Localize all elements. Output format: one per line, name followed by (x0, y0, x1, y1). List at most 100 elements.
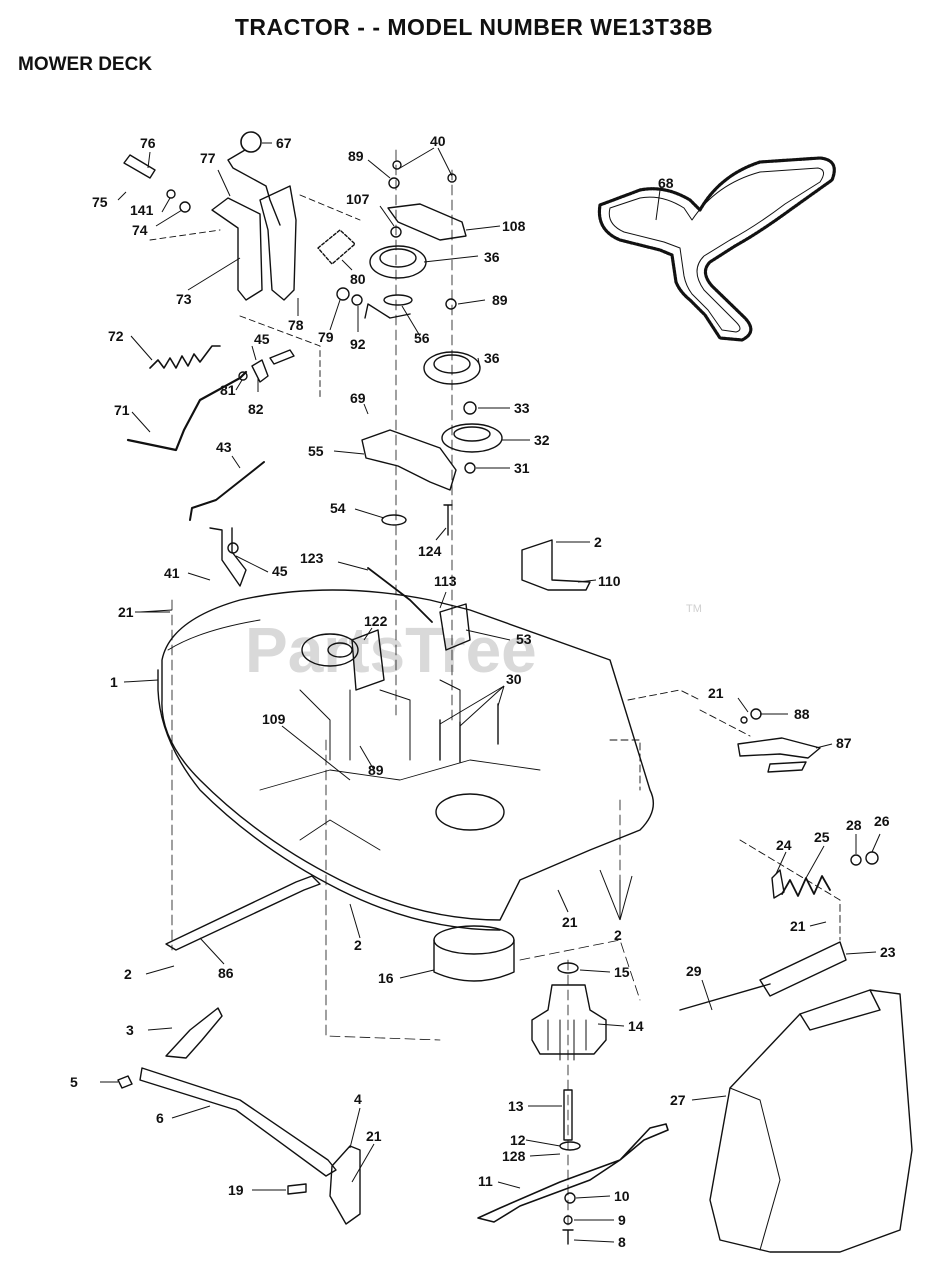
washer-31 (464, 462, 476, 474)
washer-9 (563, 1215, 573, 1225)
callout-label: 68 (658, 175, 674, 191)
callout-label: 72 (108, 328, 124, 344)
callout-label: 9 (618, 1212, 626, 1228)
callout-label: 5 (70, 1074, 78, 1090)
bracket-4 (329, 1145, 361, 1225)
spring-69 (364, 303, 411, 319)
deck-shell (161, 589, 654, 921)
callout-label: 77 (200, 150, 216, 166)
callout-label: 43 (216, 439, 232, 455)
callout-label: 6 (156, 1110, 164, 1126)
washer-74 (179, 201, 191, 213)
callout-label: 141 (130, 202, 154, 218)
callout-label: 89 (368, 762, 384, 778)
callout-label: 76 (140, 135, 156, 151)
washer-28 (850, 854, 862, 866)
pulley-36-upper (369, 245, 427, 279)
callout-label: 122 (364, 613, 388, 629)
handle-knob (240, 131, 262, 153)
callout-label: 73 (176, 291, 192, 307)
callout-label: 29 (686, 963, 702, 979)
callout-label: 79 (318, 329, 334, 345)
section-title: MOWER DECK (18, 54, 153, 75)
callout-label: 54 (330, 500, 346, 516)
bracket-108 (387, 203, 467, 241)
callout-label: 67 (276, 135, 292, 151)
nut-33 (463, 401, 477, 415)
shaft-13 (563, 1089, 573, 1141)
rod-29 (679, 983, 771, 1011)
callout-label: 71 (114, 402, 130, 418)
callout-label: 80 (350, 271, 366, 287)
bushing-81 (238, 371, 248, 381)
callout-label: 74 (132, 222, 148, 238)
belt-part (597, 156, 836, 342)
callout-label: 69 (350, 390, 366, 406)
callout-label: 78 (288, 317, 304, 333)
callout-label: 108 (502, 218, 526, 234)
callout-label: 81 (220, 382, 236, 398)
link-43 (189, 461, 265, 521)
callout-label: 13 (508, 1098, 524, 1114)
washer-56 (383, 294, 413, 306)
nut-92 (351, 294, 363, 306)
callout-label: 45 (272, 563, 288, 579)
callout-label: 2 (614, 927, 622, 943)
washer-141 (166, 189, 176, 199)
arm-6 (139, 1067, 337, 1177)
pin-5 (117, 1075, 133, 1089)
spindle-14 (531, 984, 607, 1055)
grass-bag-27 (709, 989, 913, 1253)
callout-label: 53 (516, 631, 532, 647)
rod-123 (367, 567, 433, 623)
callout-label: 89 (348, 148, 364, 164)
washer-89a (388, 177, 400, 189)
callout-label: 23 (880, 944, 896, 960)
pin-45 (269, 349, 295, 365)
callout-label: 45 (254, 331, 270, 347)
callout-label: 3 (126, 1022, 134, 1038)
washer-10 (564, 1192, 576, 1204)
callout-label: 1 (110, 674, 118, 690)
baffle-16-top (433, 925, 515, 955)
rod-71 (126, 370, 248, 452)
callout-label: 113 (434, 573, 457, 589)
lift-plate-78 (259, 185, 297, 301)
callout-label: 24 (776, 837, 792, 853)
callout-label: 21 (366, 1128, 382, 1144)
callout-label: 107 (346, 191, 370, 207)
pulley-32 (441, 423, 503, 453)
bearing-15 (557, 962, 579, 974)
callout-label: 30 (506, 671, 522, 687)
callout-label: 11 (478, 1173, 493, 1189)
callout-label: 32 (534, 432, 550, 448)
washer-88 (750, 708, 762, 720)
callout-label: 40 (430, 133, 446, 149)
bracket-122 (351, 629, 385, 691)
callout-label: 56 (414, 330, 430, 346)
callout-label: 87 (836, 735, 852, 751)
callout-label: 2 (594, 534, 602, 550)
callout-label: 86 (218, 965, 234, 981)
callout-label: 25 (814, 829, 830, 845)
callout-label: 89 (492, 292, 508, 308)
callout-label: 8 (618, 1234, 626, 1250)
callout-label: 75 (92, 194, 108, 210)
callout-label: 10 (614, 1188, 630, 1204)
bracket-87 (737, 737, 821, 759)
callout-label: 16 (378, 970, 394, 986)
watermark-tm: TM (686, 603, 702, 615)
arm-41 (209, 527, 247, 587)
callout-label: 26 (874, 813, 890, 829)
callout-label: 31 (514, 460, 530, 476)
callout-label: 109 (262, 711, 286, 727)
callout-label: 124 (418, 543, 442, 559)
callout-label: 123 (300, 550, 324, 566)
callout-label: 12 (510, 1132, 526, 1148)
callout-label: 4 (354, 1091, 362, 1107)
belt-inner (608, 167, 824, 333)
bracket-86 (165, 875, 321, 951)
blade-11 (477, 1123, 669, 1223)
bolt-124 (443, 504, 453, 536)
